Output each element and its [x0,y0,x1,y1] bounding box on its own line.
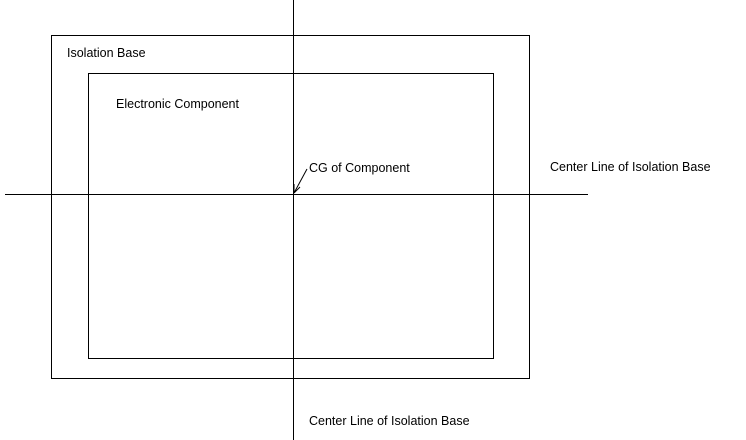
cg-leader-arrow [293,168,308,194]
center-line-vertical-label: Center Line of Isolation Base [309,414,470,428]
isolation-base-label: Isolation Base [67,46,146,60]
electronic-component-outline [88,73,494,359]
center-line-horizontal-label: Center Line of Isolation Base [550,160,711,174]
cg-of-component-label: CG of Component [309,161,410,175]
isolation-base-outline [51,35,530,379]
electronic-component-label: Electronic Component [116,97,240,111]
